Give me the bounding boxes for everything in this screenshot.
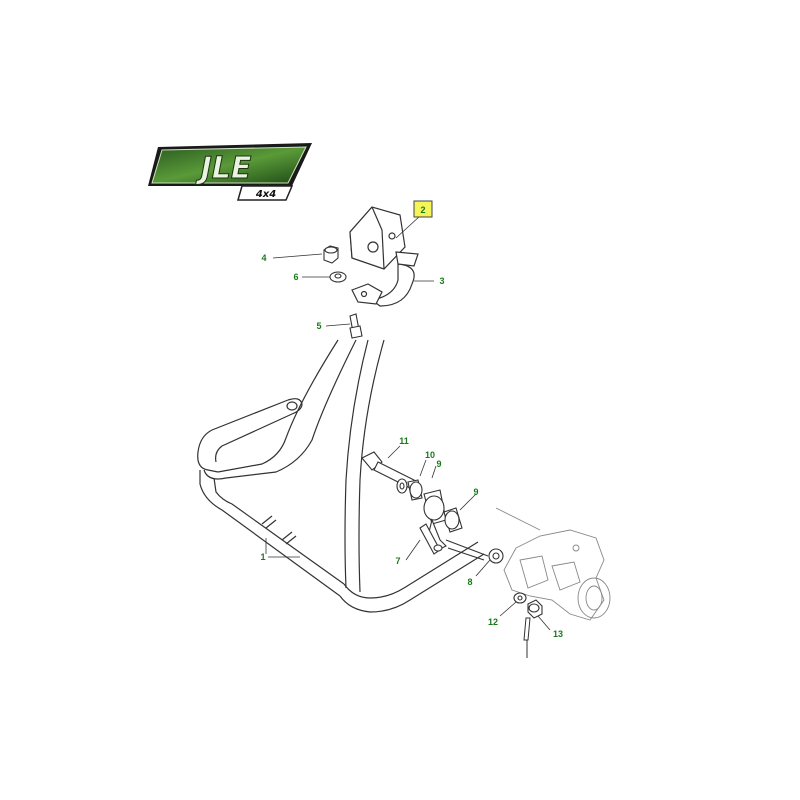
- bush-part-9-upper: [407, 479, 423, 501]
- link-rod: [445, 539, 489, 561]
- callout-2[interactable]: 2: [420, 205, 425, 215]
- callout-9-lower[interactable]: 9: [473, 487, 478, 497]
- callout-6[interactable]: 6: [293, 272, 298, 282]
- anti-roll-bar: [197, 339, 485, 613]
- nut-part-13: [527, 599, 543, 619]
- callout-11[interactable]: 11: [399, 436, 409, 446]
- bolt-part-5: [349, 313, 363, 339]
- logo-subtitle-text: 4x4: [255, 189, 276, 200]
- callout-12[interactable]: 12: [488, 617, 498, 627]
- callout-9-upper[interactable]: 9: [436, 459, 441, 469]
- washer-part-12: [513, 592, 527, 604]
- logo-brand-text: JLE: [196, 151, 252, 186]
- callout-13[interactable]: 13: [553, 629, 563, 639]
- mount-bushing: [349, 206, 406, 270]
- callout-4[interactable]: 4: [261, 253, 266, 263]
- clamp-bracket: [351, 251, 419, 307]
- callout-5[interactable]: 5: [316, 321, 321, 331]
- callout-7[interactable]: 7: [395, 556, 400, 566]
- nut-part-4: [323, 245, 339, 264]
- stud: [523, 617, 531, 658]
- jle-logo: JLE 4x4: [148, 143, 312, 201]
- callout-1[interactable]: 1: [260, 552, 265, 562]
- axle-housing: [495, 507, 611, 621]
- nut-part-8: [488, 548, 504, 564]
- callout-labels: 2 4 6 3 5 11 10 9 9 1 7 8 12 13: [260, 200, 563, 639]
- bush-part-9-lower: [443, 507, 463, 533]
- washer-part-6: [329, 271, 347, 283]
- washer-part-10: [396, 478, 408, 494]
- link-part-7: [419, 489, 447, 555]
- callout-8[interactable]: 8: [467, 577, 472, 587]
- callout-10[interactable]: 10: [425, 450, 435, 460]
- highlight-box-part-2: [413, 200, 433, 218]
- leader-lines: [265, 215, 551, 631]
- callout-3[interactable]: 3: [439, 276, 444, 286]
